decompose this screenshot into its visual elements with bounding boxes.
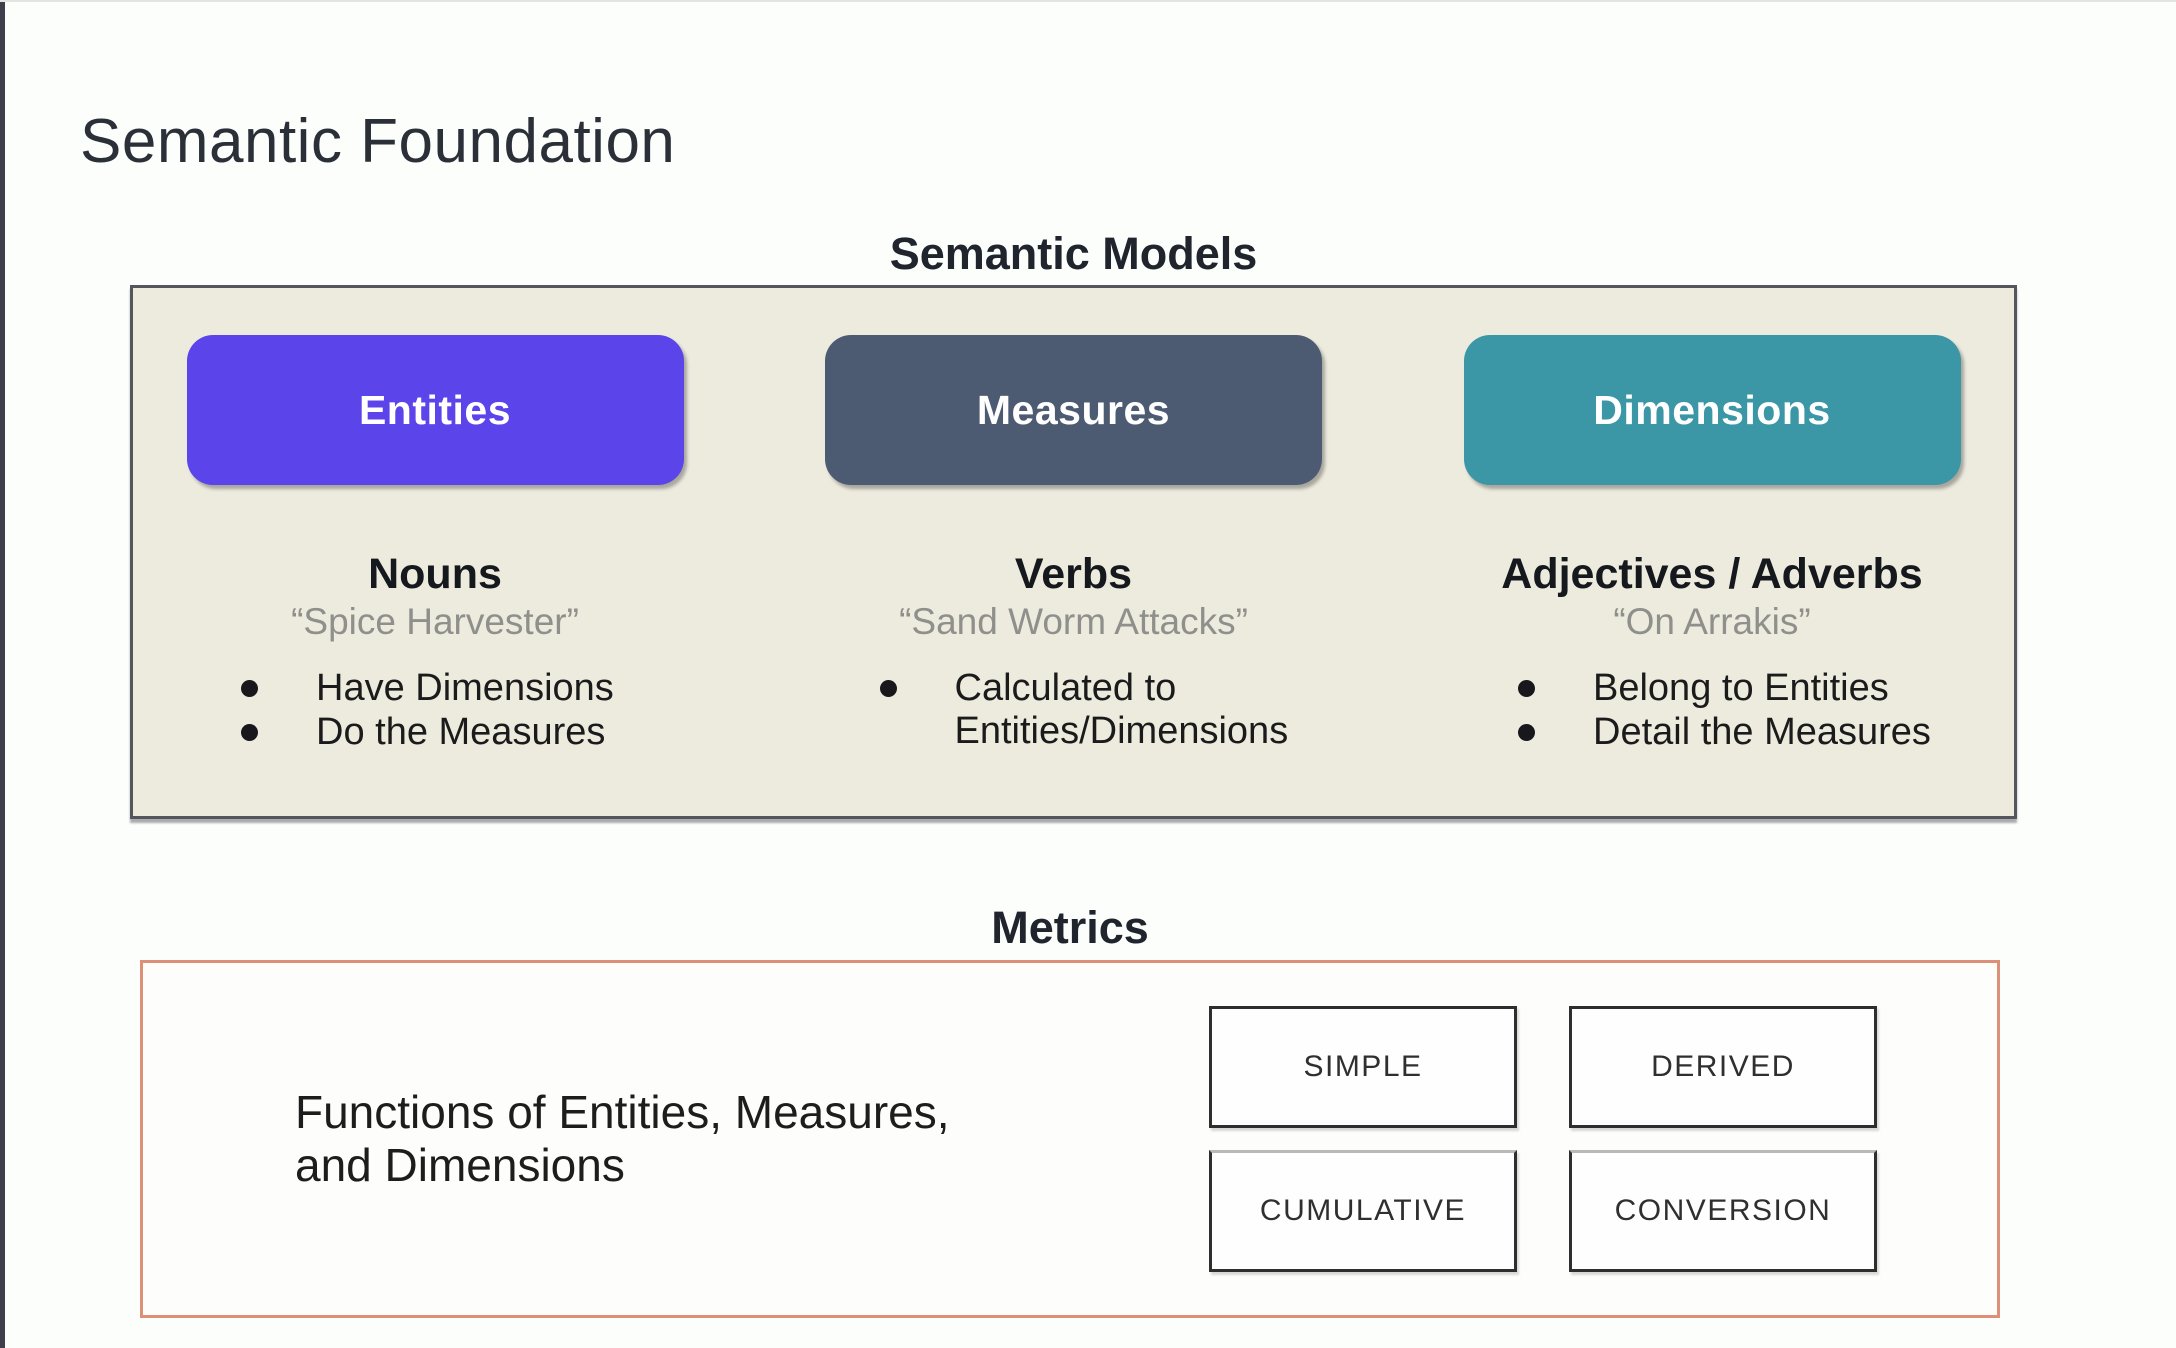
- page-title: Semantic Foundation: [80, 106, 676, 176]
- entities-example: “Spice Harvester”: [291, 601, 579, 642]
- entities-word-type: Nouns: [368, 550, 502, 598]
- bullet-dot: [1518, 723, 1535, 741]
- dimensions-example: “On Arrakis”: [1613, 601, 1811, 642]
- semantic-column-entities: Entities Nouns “Spice Harvester” Have Di…: [155, 288, 715, 816]
- dimensions-bullet-list: Belong to Entities Detail the Measures: [1518, 667, 1931, 755]
- dimensions-word-type: Adjectives / Adverbs: [1501, 550, 1923, 598]
- metrics-panel: Functions of Entities, Measures, and Dim…: [140, 960, 2000, 1318]
- metric-type-derived: DERIVED: [1569, 1006, 1877, 1128]
- bullet-item: Calculated to Entities/Dimensions: [879, 667, 1354, 753]
- measures-bullet-list: Calculated to Entities/Dimensions: [879, 667, 1354, 754]
- measures-word-type: Verbs: [1014, 550, 1133, 598]
- bullet-dot: [241, 723, 258, 741]
- bullet-item: Belong to Entities: [1518, 667, 1931, 710]
- entities-bullet-list: Have Dimensions Do the Measures: [241, 667, 614, 755]
- metric-type-simple: SIMPLE: [1209, 1006, 1517, 1128]
- semantic-column-measures: Measures Verbs “Sand Worm Attacks” Calcu…: [794, 288, 1354, 816]
- metrics-description: Functions of Entities, Measures, and Dim…: [295, 1085, 950, 1191]
- bullet-item: Do the Measures: [241, 711, 614, 754]
- measures-card: Measures: [825, 335, 1322, 485]
- dimensions-card: Dimensions: [1463, 335, 1961, 485]
- semantic-column-dimensions: Dimensions Adjectives / Adverbs “On Arra…: [1432, 288, 1992, 816]
- semantic-models-panel: Entities Nouns “Spice Harvester” Have Di…: [130, 285, 2017, 819]
- bullet-dot: [241, 679, 258, 697]
- bullet-item: Have Dimensions: [241, 667, 614, 710]
- bullet-dot: [1518, 679, 1535, 697]
- metric-type-cumulative: CUMULATIVE: [1209, 1150, 1517, 1272]
- metrics-heading: Metrics: [991, 902, 1149, 953]
- bullet-item: Detail the Measures: [1518, 711, 1931, 754]
- bullet-dot: [879, 679, 897, 697]
- semantic-models-heading: Semantic Models: [889, 228, 1258, 279]
- slide-left-edge: [0, 2, 5, 1348]
- metric-type-conversion: CONVERSION: [1569, 1150, 1877, 1272]
- metric-types-grid: SIMPLE DERIVED CUMULATIVE CONVERSION: [1209, 1006, 1877, 1272]
- entities-card: Entities: [186, 335, 684, 485]
- measures-example: “Sand Worm Attacks”: [899, 601, 1248, 642]
